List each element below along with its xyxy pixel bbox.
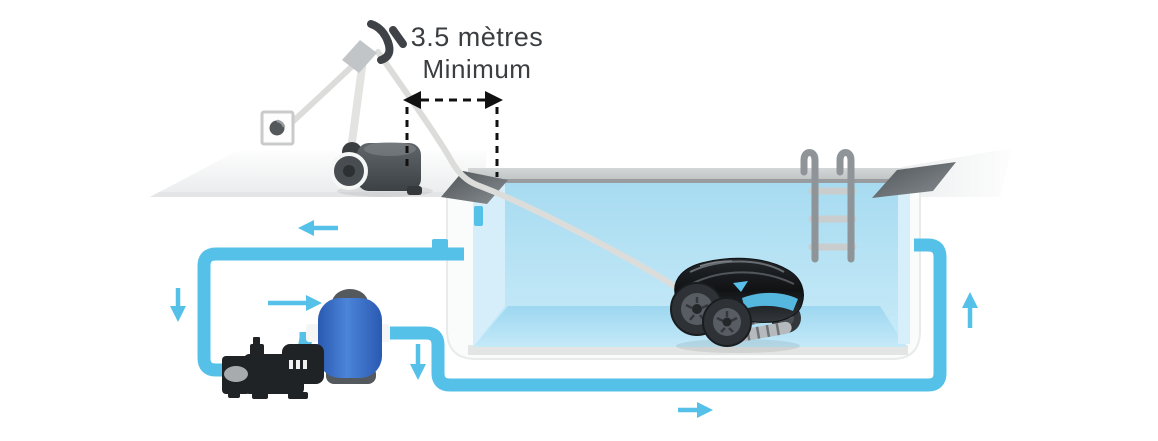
power-supply-box	[330, 142, 422, 195]
coping-left	[441, 171, 508, 204]
coping-right	[872, 162, 956, 198]
filtration-pump	[222, 337, 324, 399]
power-supply-caddy	[330, 20, 433, 197]
flow-arrows	[170, 220, 978, 418]
pool-water	[473, 183, 910, 347]
pool-ladder	[800, 149, 857, 263]
floating-cable	[375, 49, 689, 297]
wall-outlet-icon	[260, 110, 295, 146]
pool-inlet-fitting	[474, 206, 483, 226]
distance-label-line1: 3.5 mètres	[410, 22, 544, 52]
flow-arrow-down-left	[170, 288, 186, 322]
deck-left	[150, 151, 486, 197]
flow-arrow-left	[298, 220, 338, 236]
distance-label-line2: Minimum	[422, 54, 532, 84]
waterline-coping-band	[468, 168, 908, 183]
cable-hook-icon	[342, 20, 407, 73]
distance-measure	[403, 91, 503, 177]
flow-arrow-down-filter	[410, 344, 426, 380]
robot-cleaner	[670, 257, 804, 353]
flow-arrow-right-bottom	[678, 402, 713, 418]
flow-arrow-right-mid	[268, 295, 322, 311]
filter-tank	[306, 289, 390, 384]
flow-arrow-up-right	[962, 292, 978, 328]
